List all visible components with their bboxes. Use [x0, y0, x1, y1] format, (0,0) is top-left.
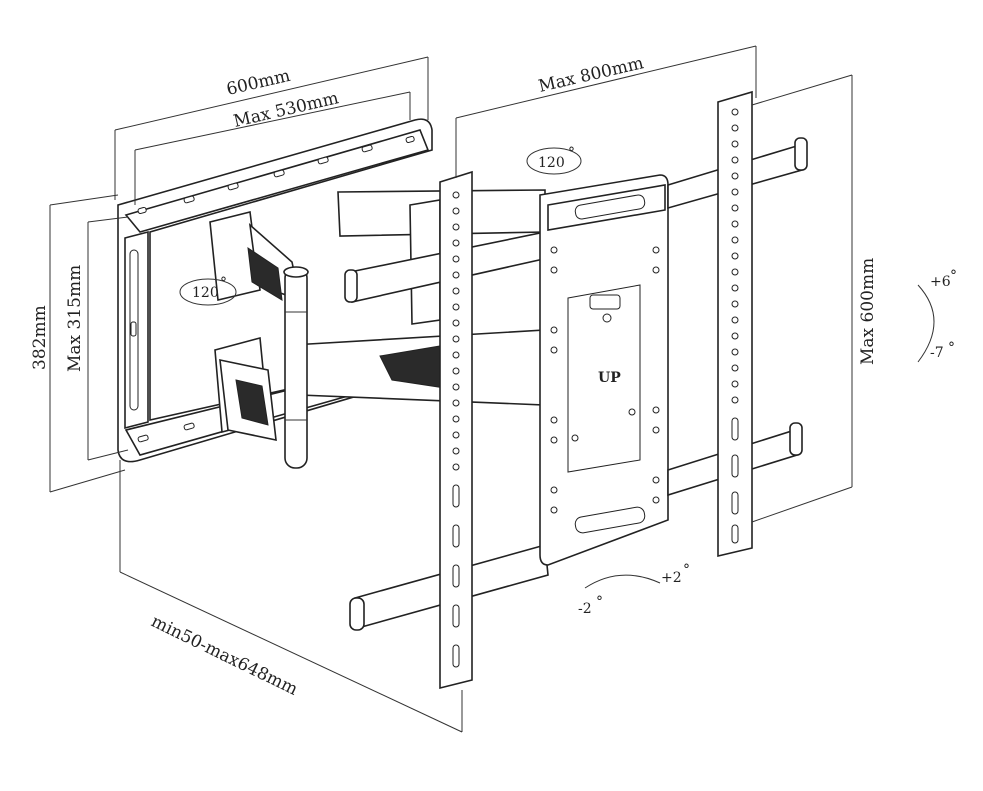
tilt-head-plate: UP	[539, 137, 808, 566]
degree-symbol: °	[596, 594, 603, 610]
label-swivel-arm: 120	[192, 285, 219, 301]
up-marker: UP	[598, 370, 621, 386]
label-extension-range: min50-max648mm	[148, 612, 301, 700]
label-tilt-up: +6	[930, 274, 951, 290]
degree-symbol: °	[948, 340, 955, 356]
dimension-lines	[49, 45, 853, 733]
label-wall-plate-hole-height: Max 315mm	[65, 265, 85, 372]
label-tilt-down: -7	[930, 345, 944, 361]
rotation-indicators	[179, 147, 935, 589]
center-plate-holes	[550, 246, 660, 514]
vesa-rail-left	[439, 170, 473, 690]
degree-symbol: °	[568, 145, 575, 161]
label-wall-plate-height: 382mm	[30, 305, 50, 370]
degree-symbol: °	[683, 562, 690, 578]
label-swivel-top: 120	[538, 155, 565, 171]
degree-symbol: °	[950, 268, 957, 284]
vesa-rail-right	[717, 90, 753, 558]
swivel-arms	[219, 189, 549, 631]
label-wall-plate-width: 600mm	[225, 66, 293, 100]
label-level-plus: +2	[661, 570, 682, 586]
label-level-minus: -2	[578, 601, 592, 617]
degree-symbol: °	[220, 275, 227, 291]
label-vesa-height: Max 600mm	[858, 258, 878, 365]
wall-plate-slots	[137, 135, 415, 215]
label-vesa-width: Max 800mm	[537, 53, 646, 97]
